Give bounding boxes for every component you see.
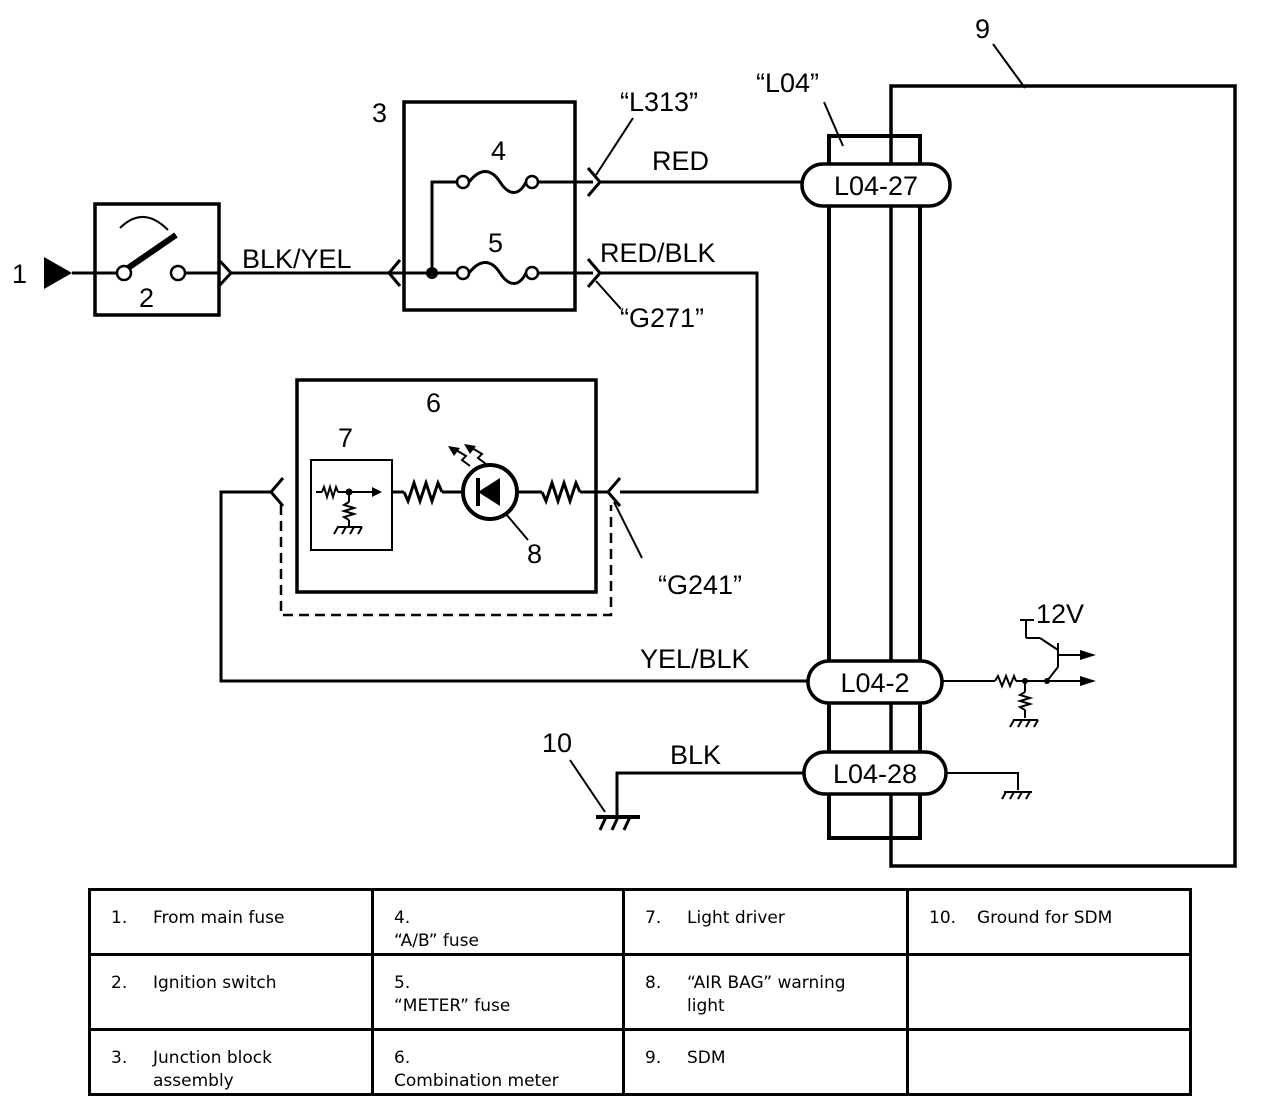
meter-fuse <box>455 261 540 285</box>
main-fuse-input-arrow <box>44 257 72 289</box>
legend-cell <box>906 1028 1192 1096</box>
legend-number: 5. <box>394 973 411 993</box>
legend-text: “AIR BAG” warning light <box>687 973 846 1016</box>
wire-color-red: RED <box>652 146 709 176</box>
legend-number: 2. <box>111 973 128 993</box>
legend-number: 3. <box>111 1048 128 1068</box>
legend-row: 1. From main fuse 4. “A/B” fuse 7. Light dr… <box>88 888 1192 956</box>
legend-cell: 6. Combination meter <box>371 1028 625 1096</box>
legend-text: “A/B” fuse <box>394 931 479 951</box>
legend-cell <box>906 953 1192 1031</box>
ignition-switch-box <box>93 202 221 317</box>
legend-cell: 10. Ground for SDM <box>906 888 1192 956</box>
g241-shield <box>279 505 613 617</box>
callout-9: 9 <box>975 14 990 44</box>
legend-text: SDM <box>687 1048 726 1068</box>
connector-g271: “G271” <box>620 303 704 333</box>
legend-text: Ground for SDM <box>977 908 1113 928</box>
callout-10: 10 <box>542 728 572 758</box>
legend-cell: 4. “A/B” fuse <box>371 888 625 956</box>
callout-6: 6 <box>426 388 441 418</box>
callout-8: 8 <box>527 539 542 569</box>
legend-cell: 8. “AIR BAG” warning light <box>622 953 909 1031</box>
legend-number: 10. <box>929 908 957 928</box>
legend-text: Light driver <box>687 908 785 928</box>
callout-2: 2 <box>139 283 154 313</box>
callout-3: 3 <box>372 98 387 128</box>
legend-number: 9. <box>645 1048 662 1068</box>
legend-table: 1. From main fuse 4. “A/B” fuse 7. Light dr… <box>88 888 1192 1096</box>
connector-l04: “L04” <box>756 68 819 98</box>
legend-row: 3. Junction block assembly 6. Combination … <box>88 1028 1192 1096</box>
terminal-l04-27-label: L04-27 <box>834 171 918 201</box>
legend-cell: 1. From main fuse <box>88 888 374 956</box>
connector-g241: “G241” <box>658 570 742 600</box>
sdm-box <box>889 84 1237 868</box>
callout-1: 1 <box>12 259 27 289</box>
combination-meter-box <box>295 378 598 594</box>
legend-text: Junction block assembly <box>153 1048 272 1091</box>
callout-7: 7 <box>338 423 353 453</box>
legend-text: From main fuse <box>153 908 285 928</box>
wire-color-blk: BLK <box>670 740 721 770</box>
legend-number: 7. <box>645 908 662 928</box>
connector-l313: “L313” <box>620 87 698 117</box>
switch-blade <box>126 232 178 271</box>
junction-block-box <box>402 100 577 312</box>
legend-cell: 2. Ignition switch <box>88 953 374 1031</box>
supply-12v: 12V <box>1036 599 1084 629</box>
wire-color-blk-yel: BLK/YEL <box>242 244 352 274</box>
wire-color-red-blk: RED/BLK <box>600 238 716 268</box>
l04-connector <box>827 134 922 840</box>
legend-cell: 3. Junction block assembly <box>88 1028 374 1096</box>
legend-row: 2. Ignition switch 5. “METER” fuse 8. “AIR … <box>88 953 1192 1031</box>
airbag-warning-light <box>448 444 519 521</box>
legend-cell: 7. Light driver <box>622 888 909 956</box>
terminal-l04-28-label: L04-28 <box>833 759 917 789</box>
callout-5: 5 <box>488 228 503 258</box>
wiring-diagram: 1 2 BLK/YEL 3 4 5 “L313” RED “G271” RED/… <box>12 14 1237 868</box>
legend-number: 1. <box>111 908 128 928</box>
callout-4: 4 <box>491 136 506 166</box>
legend-cell: 9. SDM <box>622 1028 909 1096</box>
legend-cell: 5. “METER” fuse <box>371 953 625 1031</box>
terminal-l04-27 <box>800 162 952 208</box>
legend-number: 8. <box>645 973 662 993</box>
legend-number: 6. <box>394 1048 411 1068</box>
terminal-l04-2-label: L04-2 <box>840 668 909 698</box>
ab-fuse <box>455 170 540 194</box>
legend-text: “METER” fuse <box>394 996 511 1016</box>
light-driver-box <box>310 459 393 551</box>
legend-text: Combination meter <box>394 1071 559 1091</box>
legend-number: 4. <box>394 908 411 928</box>
legend-text: Ignition switch <box>153 973 277 993</box>
ground-10-symbol <box>596 815 640 831</box>
wire-color-yel-blk: YEL/BLK <box>640 644 750 674</box>
